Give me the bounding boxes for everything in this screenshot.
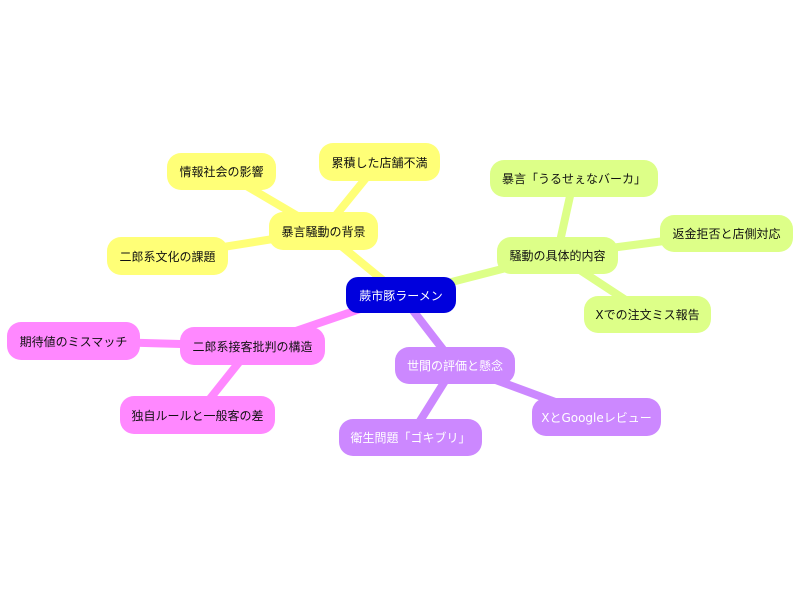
leaf-node[interactable]: 返金拒否と店側対応 [660,215,793,252]
leaf-node[interactable]: 衛生問題「ゴキブリ」 [339,419,482,456]
leaf-node[interactable]: 期待値のミスマッチ [7,322,140,360]
leaf-node[interactable]: 累積した店舗不満 [319,143,440,181]
leaf-node[interactable]: 二郎系文化の課題 [107,237,228,275]
leaf-node[interactable]: 独自ルールと一般客の差 [120,396,275,434]
branch-node-structure[interactable]: 二郎系接客批判の構造 [180,327,325,365]
leaf-node[interactable]: 情報社会の影響 [167,153,276,190]
leaf-node[interactable]: 暴言「うるせぇなバーカ」 [490,160,658,197]
leaf-node[interactable]: XとGoogleレビュー [532,398,661,436]
root-node[interactable]: 蕨市豚ラーメン [346,277,456,313]
branch-node-public[interactable]: 世間の評価と懸念 [395,347,515,384]
branch-node-background[interactable]: 暴言騒動の背景 [269,212,378,250]
leaf-node[interactable]: Xでの注文ミス報告 [584,296,711,333]
branch-node-content[interactable]: 騒動の具体的内容 [497,237,618,274]
